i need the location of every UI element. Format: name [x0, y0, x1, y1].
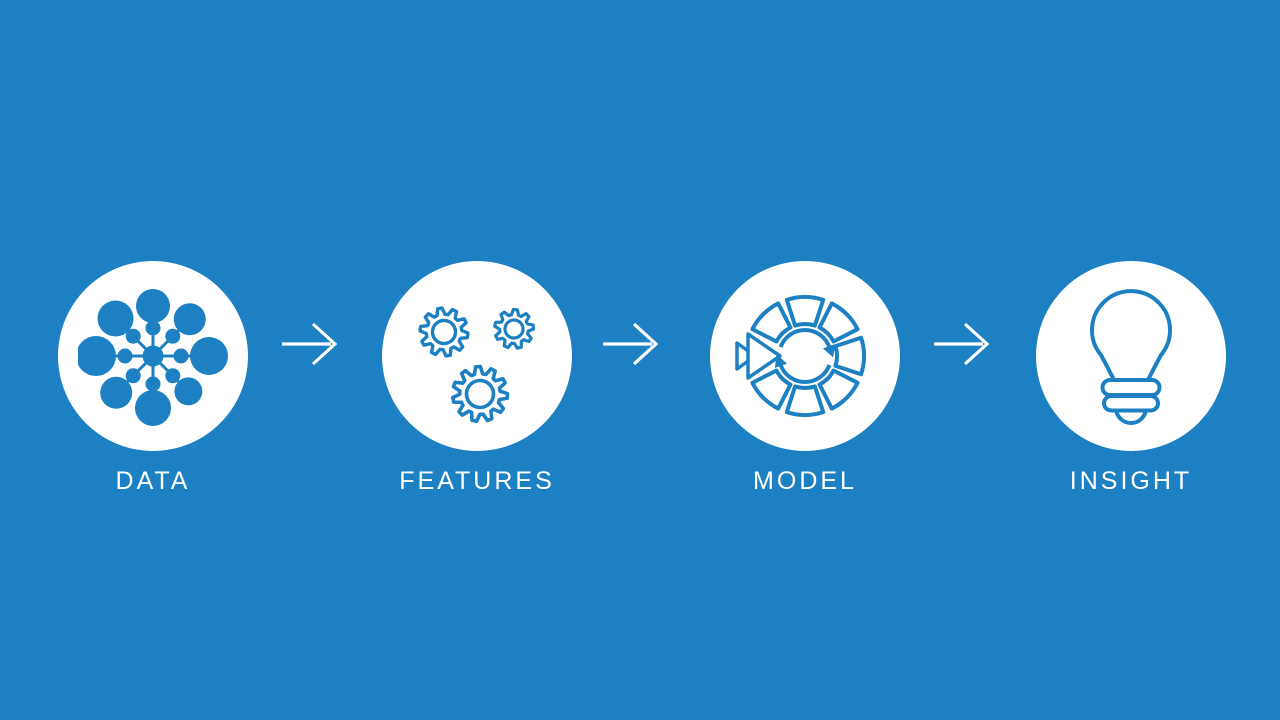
stage-label: FEATURES: [399, 467, 555, 495]
stage-features: FEATURES: [382, 261, 572, 496]
right-arrow-icon: [282, 322, 338, 366]
stage-data: DATA: [58, 261, 248, 496]
stage-circle: [58, 261, 248, 451]
right-arrow-icon: [934, 322, 990, 366]
stage-insight: INSIGHT: [1036, 261, 1226, 496]
stage-label: DATA: [115, 467, 191, 495]
lightbulb-icon: [1090, 289, 1172, 425]
data-network-icon: [78, 289, 228, 426]
stage-label: INSIGHT: [1069, 467, 1193, 495]
stage-circle: [710, 261, 900, 451]
model-cycle-icon: [735, 295, 866, 417]
stage-circle: [382, 261, 572, 451]
stage-model: MODEL: [710, 261, 900, 496]
stage-circle: [1036, 261, 1226, 451]
gears-icon: [418, 306, 536, 424]
stage-label: MODEL: [753, 467, 857, 495]
right-arrow-icon: [603, 322, 659, 366]
